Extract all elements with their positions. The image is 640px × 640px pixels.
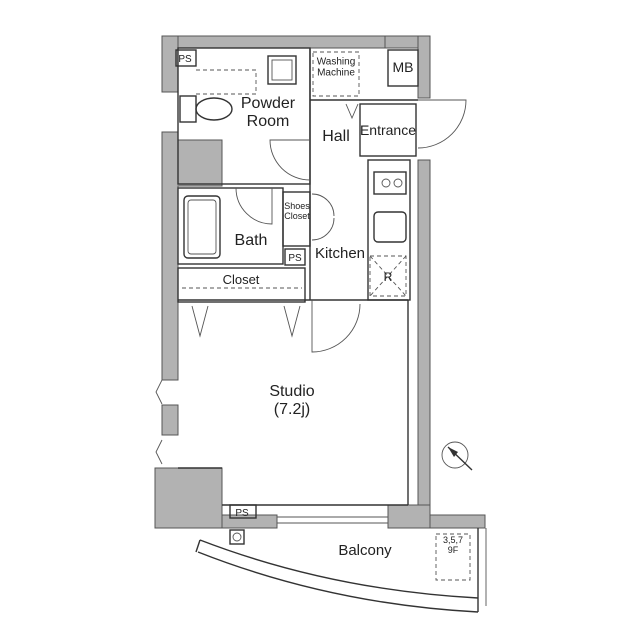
label-closet: Closet (223, 272, 260, 287)
sink-icon (373, 211, 407, 243)
toilet-icon (179, 95, 233, 123)
door-swing-icon (155, 99, 467, 465)
fixtures (179, 55, 407, 297)
label-mb: MB (393, 59, 414, 75)
interior-walls (177, 47, 419, 524)
label-kitchen: Kitchen (315, 245, 365, 262)
stove-icon (373, 171, 407, 195)
label-balcony: Balcony (338, 542, 392, 559)
label-ps-top: PS (178, 54, 192, 65)
balcony (195, 528, 487, 613)
label-ps-bottom: PS (235, 508, 249, 519)
outer-walls (154, 35, 486, 529)
label-refrigerator: R (384, 270, 393, 284)
label-bath: Bath (235, 232, 268, 249)
compass-icon (441, 441, 473, 471)
bathtub-icon (183, 195, 221, 259)
label-ps-kitchen: PS (288, 253, 302, 264)
label-entrance: Entrance (360, 122, 416, 138)
label-hall: Hall (322, 128, 350, 145)
label-studio: Studio(7.2j) (269, 383, 314, 418)
